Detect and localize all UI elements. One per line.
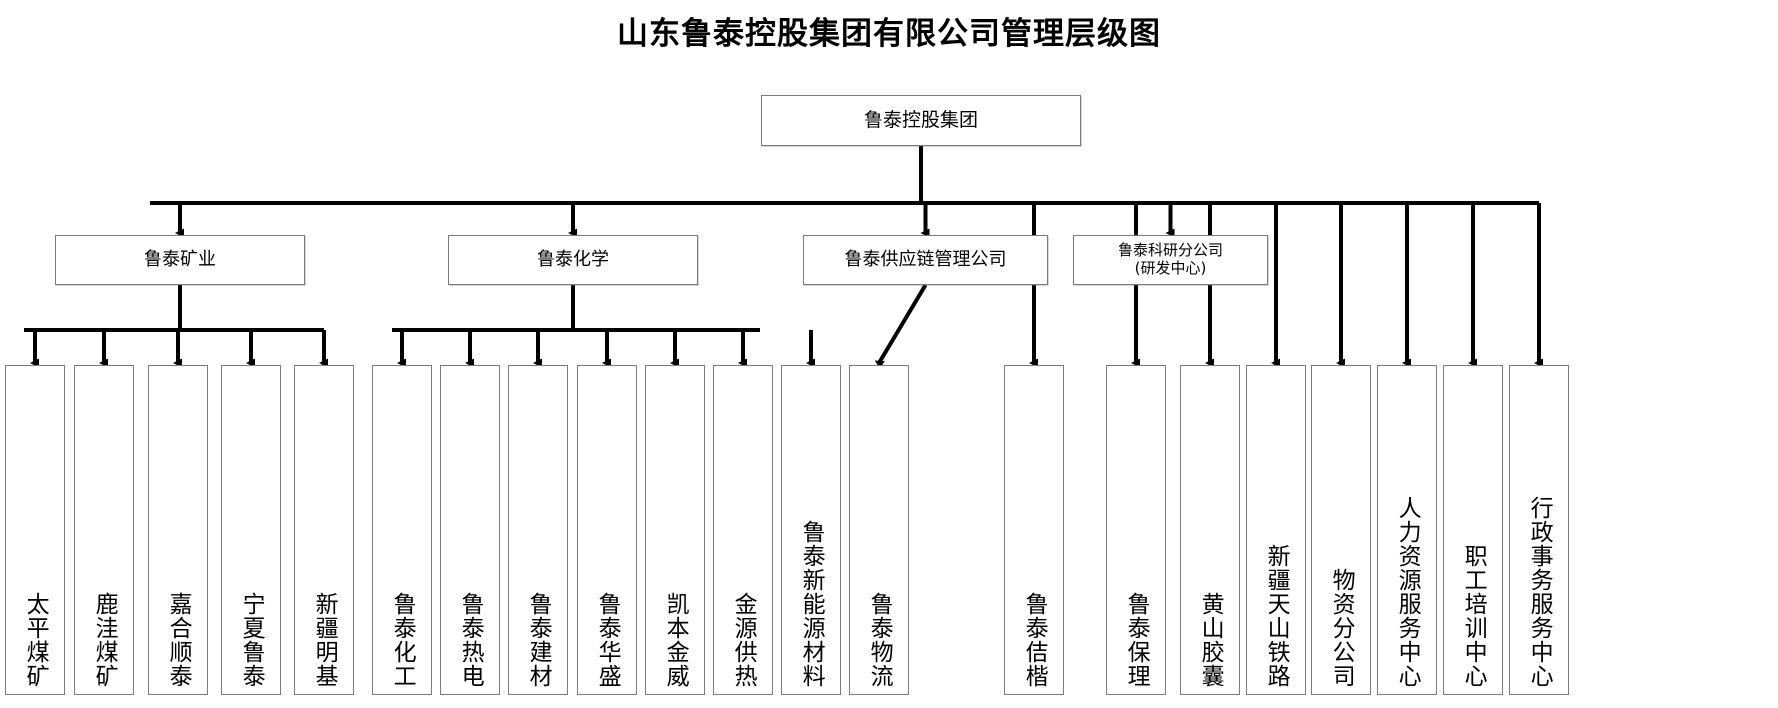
node-label: 嘉合顺泰 <box>165 592 192 688</box>
node-leaf-admin-service-center[interactable]: 行政事务服务中心 <box>1509 365 1569 695</box>
node-leaf-lutai-building[interactable]: 鲁泰建材 <box>508 365 568 695</box>
node-label: 宁夏鲁泰 <box>238 592 265 688</box>
node-leaf-lutai-chemical[interactable]: 鲁泰化工 <box>372 365 432 695</box>
node-label: 新疆明基 <box>311 592 338 688</box>
page-title: 山东鲁泰控股集团有限公司管理层级图 <box>617 16 1161 52</box>
node-leaf-training-center[interactable]: 职工培训中心 <box>1443 365 1503 695</box>
node-leaf-jinyuan-heating[interactable]: 金源供热 <box>713 365 773 695</box>
node-label: 鲁泰热电 <box>457 592 484 688</box>
node-label: 鲁泰控股集团 <box>863 108 978 131</box>
node-division-mining[interactable]: 鲁泰矿业 <box>55 235 305 285</box>
node-leaf-xinjiang-mingji[interactable]: 新疆明基 <box>294 365 354 695</box>
node-division-chemistry[interactable]: 鲁泰化学 <box>448 235 698 285</box>
node-leaf-taiping-coal[interactable]: 太平煤矿 <box>5 365 65 695</box>
node-root-lutai-holding-group[interactable]: 鲁泰控股集团 <box>761 95 1081 146</box>
node-label: 物资分公司 <box>1328 568 1355 688</box>
node-leaf-material-branch[interactable]: 物资分公司 <box>1311 365 1371 695</box>
node-label: 新疆天山铁路 <box>1263 544 1290 688</box>
node-label: 鲁泰佶楷 <box>1021 592 1048 688</box>
node-label: 鲁泰建材 <box>525 592 552 688</box>
node-label: 鹿洼煤矿 <box>91 592 118 688</box>
node-label: 黄山胶囊 <box>1197 592 1224 688</box>
node-label: 鲁泰华盛 <box>594 592 621 688</box>
node-leaf-lutai-jiekai[interactable]: 鲁泰佶楷 <box>1004 365 1064 695</box>
node-label: 职工培训中心 <box>1460 544 1487 688</box>
node-division-supply-chain[interactable]: 鲁泰供应链管理公司 <box>803 235 1048 285</box>
node-label: 鲁泰矿业 <box>144 249 216 271</box>
node-label: 人力资源服务中心 <box>1394 496 1421 688</box>
node-leaf-lutai-huasheng[interactable]: 鲁泰华盛 <box>577 365 637 695</box>
node-label: 鲁泰化工 <box>389 592 416 688</box>
node-leaf-lutai-baoli[interactable]: 鲁泰保理 <box>1106 365 1166 695</box>
node-leaf-lutai-thermal-power[interactable]: 鲁泰热电 <box>440 365 500 695</box>
node-label: 鲁泰新能源材料 <box>798 520 825 688</box>
node-label: 鲁泰保理 <box>1123 592 1150 688</box>
node-leaf-ningxia-lutai[interactable]: 宁夏鲁泰 <box>221 365 281 695</box>
node-label: 凯本金威 <box>662 592 689 688</box>
node-label: 行政事务服务中心 <box>1526 496 1553 688</box>
node-label: 鲁泰供应链管理公司 <box>844 249 1007 271</box>
node-leaf-luwa-coal[interactable]: 鹿洼煤矿 <box>74 365 134 695</box>
node-leaf-lutai-new-energy[interactable]: 鲁泰新能源材料 <box>781 365 841 695</box>
node-leaf-jiaheshuntai[interactable]: 嘉合顺泰 <box>148 365 208 695</box>
node-division-research[interactable]: 鲁泰科研分公司(研发中心) <box>1073 235 1268 285</box>
node-leaf-xinjiang-tianshan[interactable]: 新疆天山铁路 <box>1246 365 1306 695</box>
node-label: 太平煤矿 <box>22 592 49 688</box>
node-label: 鲁泰物流 <box>866 592 893 688</box>
node-label: 鲁泰化学 <box>537 249 609 271</box>
node-leaf-hr-service-center[interactable]: 人力资源服务中心 <box>1377 365 1437 695</box>
node-label: 鲁泰科研分公司(研发中心) <box>1117 241 1223 277</box>
node-label: 金源供热 <box>730 592 757 688</box>
node-leaf-kaiben-jinwei[interactable]: 凯本金威 <box>645 365 705 695</box>
node-leaf-lutai-logistics[interactable]: 鲁泰物流 <box>849 365 909 695</box>
node-leaf-huangshan-capsule[interactable]: 黄山胶囊 <box>1180 365 1240 695</box>
